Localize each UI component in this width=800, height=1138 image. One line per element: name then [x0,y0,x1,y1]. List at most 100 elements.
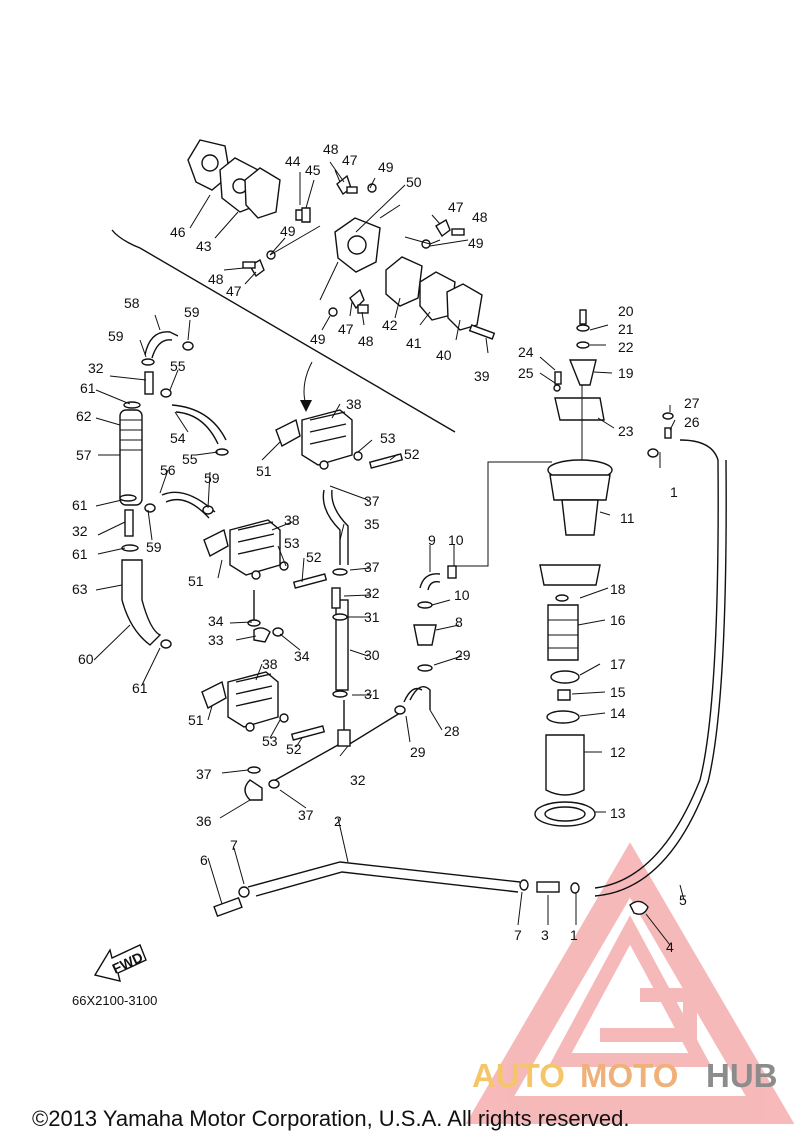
watermark-text-auto: AUTO [472,1057,565,1094]
callout-54: 54 [170,430,186,446]
callout-47d: 47 [338,321,354,337]
callout-1b: 1 [570,927,578,943]
callout-48b: 48 [472,209,488,225]
callout-61d: 61 [132,680,148,696]
detail-arrow [303,361,313,406]
callout-49b: 49 [468,235,484,251]
callout-7b: 7 [514,927,522,943]
callout-47b: 47 [448,199,464,215]
callout-63: 63 [72,581,88,597]
watermark-text-hub: HUB [706,1057,778,1094]
callout-59a: 59 [108,328,124,344]
callout-59c: 59 [204,470,220,486]
callout-20: 20 [618,303,634,319]
main-fuel-lines [213,439,727,918]
callout-37b: 37 [364,559,380,575]
callout-3: 3 [541,927,549,943]
central-hoses [244,489,401,801]
callout-32d: 32 [350,772,366,788]
callout-9: 9 [428,532,436,548]
left-hose-assembly [119,331,229,649]
fwd-arrow: FWD [93,944,147,982]
pump-exploded-detail [187,139,496,340]
callout-45: 45 [305,162,321,178]
callout-24: 24 [518,344,534,360]
callout-15: 15 [610,684,626,700]
callout-32c: 32 [364,585,380,601]
callout-14: 14 [610,705,626,721]
callout-47c: 47 [226,283,242,299]
callout-31a: 31 [364,609,380,625]
callout-42: 42 [382,317,398,333]
callout-6: 6 [200,852,208,868]
callout-37c: 37 [196,766,212,782]
callout-44: 44 [285,153,301,169]
callout-4: 4 [666,939,674,955]
callout-37a: 37 [364,493,380,509]
callout-18: 18 [610,581,626,597]
callout-52a: 52 [404,446,420,462]
callout-23: 23 [618,423,634,439]
callout-32a: 32 [88,360,104,376]
callout-34a: 34 [208,613,224,629]
fuel-pump-middle [203,519,281,580]
callout-48d: 48 [358,333,374,349]
callout-49a: 49 [378,159,394,175]
inline-filter-parts [394,461,552,715]
callout-13: 13 [610,805,626,821]
fuel-pump-upper [275,409,353,470]
callout-38c: 38 [262,656,278,672]
callout-10a: 10 [448,532,464,548]
diagram-code: 66X2100-3100 [72,993,157,1008]
callout-61c: 61 [72,546,88,562]
callout-38b: 38 [284,512,300,528]
fuel-pump-lower [201,671,279,732]
callout-52c: 52 [286,741,302,757]
detail-arrow-head [300,400,312,412]
callout-33: 33 [208,632,224,648]
callout-29a: 29 [455,647,471,663]
callout-32b: 32 [72,523,88,539]
callout-28: 28 [444,723,460,739]
callout-60: 60 [78,651,94,667]
svg-text:FWD: FWD [110,949,146,977]
leader-lines [93,161,685,946]
callout-39: 39 [474,368,490,384]
callout-61a: 61 [80,380,96,396]
callout-55b: 55 [182,451,198,467]
callout-31b: 31 [364,686,380,702]
callout-38a: 38 [346,396,362,412]
callout-51a: 51 [256,463,272,479]
callout-40: 40 [436,347,452,363]
callout-49d: 49 [310,331,326,347]
section-divider [111,229,456,433]
callout-30: 30 [364,647,380,663]
callout-46: 46 [170,224,186,240]
copyright-notice: ©2013 Yamaha Motor Corporation, U.S.A. A… [32,1106,629,1131]
callout-25: 25 [518,365,534,381]
fuel-filter-assembly [534,309,674,827]
pump-screws [279,451,404,741]
callout-48a: 48 [323,141,339,157]
callout-49c: 49 [280,223,296,239]
callout-8: 8 [455,614,463,630]
callout-56: 56 [160,462,176,478]
callout-47a: 47 [342,152,358,168]
callout-53b: 53 [284,535,300,551]
callout-59d: 59 [146,539,162,555]
callout-62: 62 [76,408,92,424]
callout-19: 19 [618,365,634,381]
callout-53c: 53 [262,733,278,749]
watermark-text-moto: MOTO [580,1057,678,1094]
callout-11: 11 [620,510,635,526]
callout-35: 35 [364,516,380,532]
callout-22: 22 [618,339,634,355]
callout-43: 43 [196,238,212,254]
callout-34b: 34 [294,648,310,664]
callout-numbers: 1 1 2 3 4 5 6 7 7 8 9 10 10 11 12 13 14 … [72,141,700,955]
callout-41: 41 [406,335,422,351]
callout-58: 58 [124,295,140,311]
callout-2: 2 [334,813,342,829]
callout-27: 27 [684,395,700,411]
